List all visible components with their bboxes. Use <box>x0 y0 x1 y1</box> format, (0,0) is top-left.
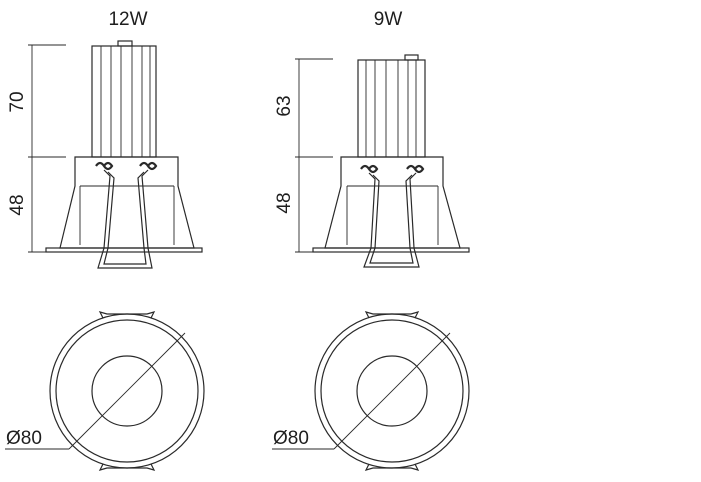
model-9w-flange <box>312 247 470 253</box>
model-12w-clip-top <box>98 311 156 319</box>
model-9w-heatsink <box>357 59 426 158</box>
model-12w-flange <box>45 247 203 253</box>
model-9w-power-label: 9W <box>374 9 403 30</box>
model-9w-connector <box>404 54 419 61</box>
model-12w-spring-clips <box>95 161 158 269</box>
model-12w: 12W <box>5 9 205 471</box>
model-12w-clip-bottom <box>98 463 156 471</box>
model-9w-lens <box>356 355 428 427</box>
model-9w-housing <box>324 156 461 249</box>
model-12w-power-label: 12W <box>108 9 147 30</box>
model-12w-lens <box>91 355 163 427</box>
model-9w: 9W <box>272 9 470 471</box>
model-12w-height-upper: 70 <box>7 91 28 112</box>
model-9w-clip-bottom <box>364 463 420 471</box>
model-9w-spring-clips <box>360 164 425 268</box>
model-12w-diameter: Ø80 <box>6 428 42 449</box>
model-12w-plan-view: Ø80 <box>5 311 205 471</box>
model-9w-clip-top <box>364 311 420 319</box>
model-12w-side-view: 70 48 <box>7 40 203 269</box>
model-9w-plan-view: Ø80 <box>272 311 470 471</box>
model-12w-height-lower: 48 <box>7 194 28 215</box>
model-9w-height-lower: 48 <box>274 192 295 213</box>
model-9w-side-view: 63 48 <box>274 54 470 268</box>
model-9w-height-upper: 63 <box>274 95 295 116</box>
model-12w-heatsink <box>91 45 157 158</box>
model-12w-connector <box>117 40 133 47</box>
model-9w-diameter: Ø80 <box>273 428 309 449</box>
